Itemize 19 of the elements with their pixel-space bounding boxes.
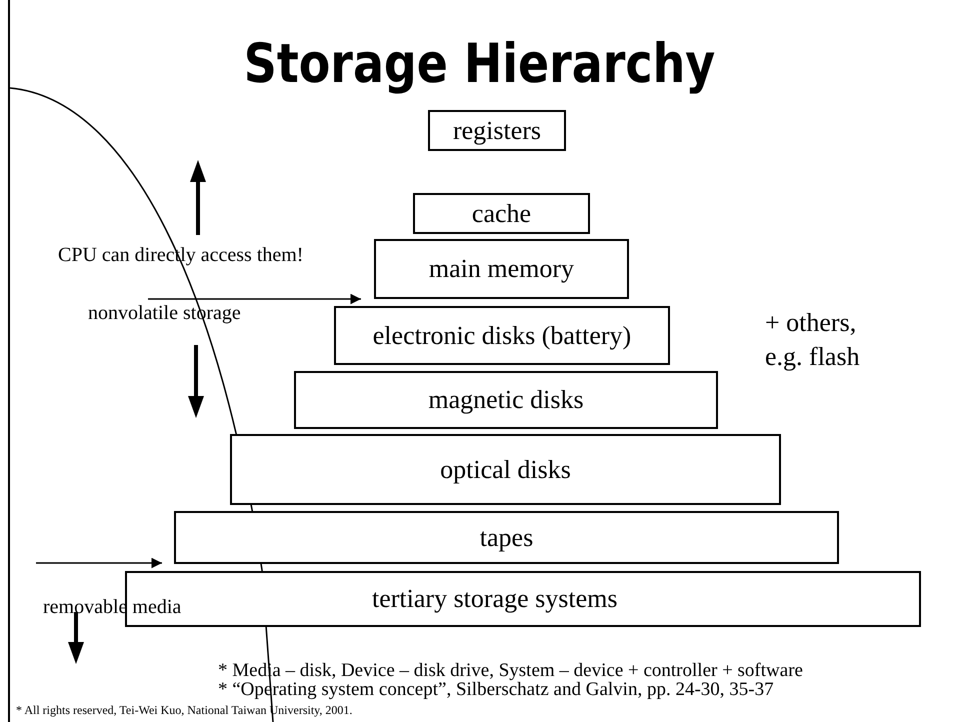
level-label: tapes bbox=[480, 522, 534, 552]
level-label: cache bbox=[472, 198, 532, 228]
note: removable media bbox=[43, 596, 182, 619]
slide-title: Storage Hierarchy bbox=[242, 32, 716, 95]
level-label: magnetic disks bbox=[428, 385, 584, 415]
level-label: tertiary storage systems bbox=[372, 584, 618, 614]
storage-level-box bbox=[294, 371, 718, 429]
level-label: main memory bbox=[428, 254, 574, 284]
storage-level-box bbox=[334, 306, 670, 365]
storage-level-box bbox=[374, 239, 629, 299]
note: + others, e.g. flash bbox=[765, 307, 861, 373]
storage-level-box bbox=[428, 110, 566, 151]
level-label: optical disks bbox=[440, 454, 571, 484]
level-label: registers bbox=[452, 116, 542, 146]
storage-level-box bbox=[174, 511, 839, 564]
level-label: electronic disks (battery) bbox=[372, 320, 632, 350]
storage-level-box bbox=[413, 193, 590, 234]
storage-level-box bbox=[125, 571, 921, 627]
storage-level-box bbox=[230, 434, 781, 505]
